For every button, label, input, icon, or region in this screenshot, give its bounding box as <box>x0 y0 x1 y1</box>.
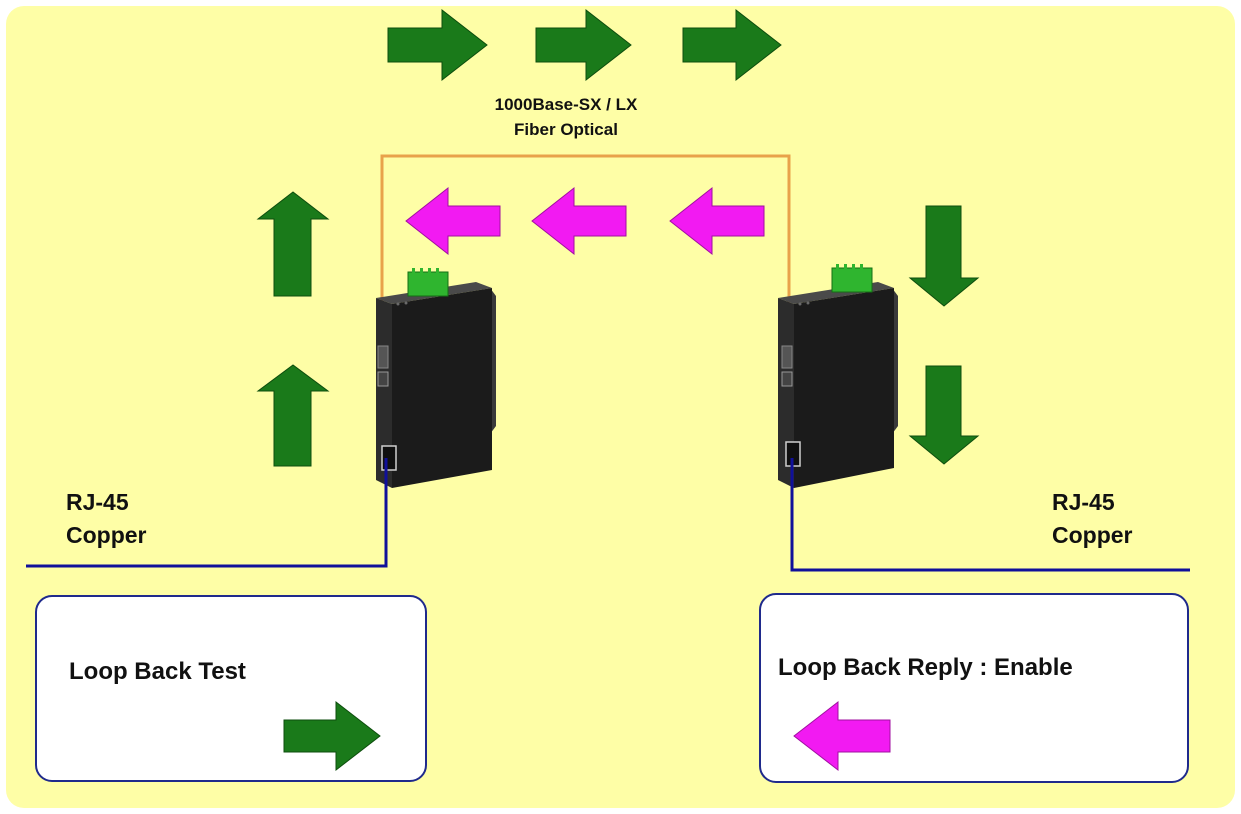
fiber-label-line1: 1000Base-SX / LX <box>494 95 638 114</box>
right-port-label-line2: Copper <box>1052 522 1133 548</box>
upward-arrow-icon <box>256 191 330 297</box>
right-port-label-line1: RJ-45 <box>1052 489 1115 515</box>
loop-back-test-box <box>35 595 427 782</box>
left-media-converter <box>376 268 496 488</box>
fiber-optic-cable <box>380 154 791 372</box>
upward-arrow-icon <box>256 364 330 467</box>
terminal-block-icon <box>407 271 449 297</box>
downward-arrow-icon <box>908 365 980 465</box>
reply-arrow-icon <box>793 700 891 772</box>
downward-arrow-icon <box>908 205 980 307</box>
diagram-canvas: 1000Base-SX / LX Fiber Optical RJ-45 Cop… <box>6 6 1235 808</box>
forward-arrow-icon <box>682 8 782 82</box>
reply-arrow-icon <box>405 186 501 256</box>
left-port-label: RJ-45 Copper <box>66 486 147 552</box>
loop-back-test-title: Loop Back Test <box>69 658 246 685</box>
forward-arrow-icon <box>535 8 632 82</box>
right-media-converter <box>778 264 898 488</box>
reply-arrow-icon <box>531 186 627 256</box>
left-port-label-line2: Copper <box>66 522 147 548</box>
copper-cable-left <box>26 458 388 568</box>
right-port-label: RJ-45 Copper <box>1052 486 1133 552</box>
left-port-label-line1: RJ-45 <box>66 489 129 515</box>
forward-arrow-icon <box>283 700 381 772</box>
fiber-label-line2: Fiber Optical <box>514 120 618 139</box>
terminal-block-icon <box>831 267 873 293</box>
fiber-port-icon <box>781 345 793 369</box>
diagram-graphics <box>6 6 1235 808</box>
forward-arrow-icon <box>387 8 488 82</box>
rj45-port-icon <box>381 445 397 471</box>
loop-back-reply-title: Loop Back Reply : Enable <box>778 654 1073 681</box>
reply-arrow-icon <box>669 186 765 256</box>
fiber-label: 1000Base-SX / LX Fiber Optical <box>446 92 686 142</box>
fiber-port-icon <box>377 345 389 369</box>
copper-cable-right <box>790 458 1190 572</box>
